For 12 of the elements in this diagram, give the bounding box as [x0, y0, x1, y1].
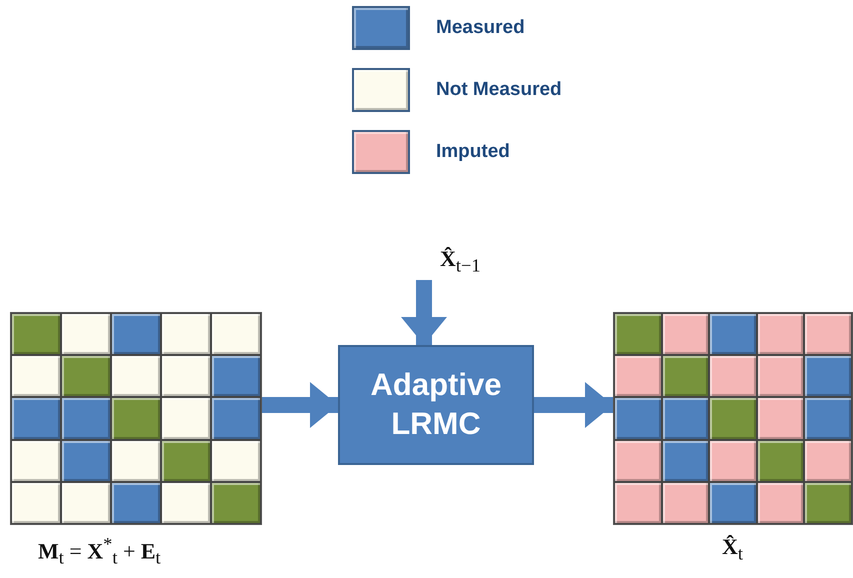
legend-label: Measured	[436, 17, 525, 39]
block-arrow	[262, 382, 338, 428]
block-arrow	[534, 382, 613, 428]
legend-label: Not Measured	[436, 79, 562, 101]
legend-label: Imputed	[436, 141, 510, 163]
matrix-grid	[10, 312, 262, 525]
math-label: M$_{t}$ = X$^{*}$$_{t}$ + E$_{t}$	[38, 534, 161, 569]
process-box: Adaptive LRMC	[338, 345, 534, 465]
math-label: X̂$_{t−1}$	[440, 246, 480, 271]
math-label: X̂$_{t}$	[722, 534, 743, 564]
block-arrow	[401, 280, 447, 345]
matrix-grid	[613, 312, 853, 525]
